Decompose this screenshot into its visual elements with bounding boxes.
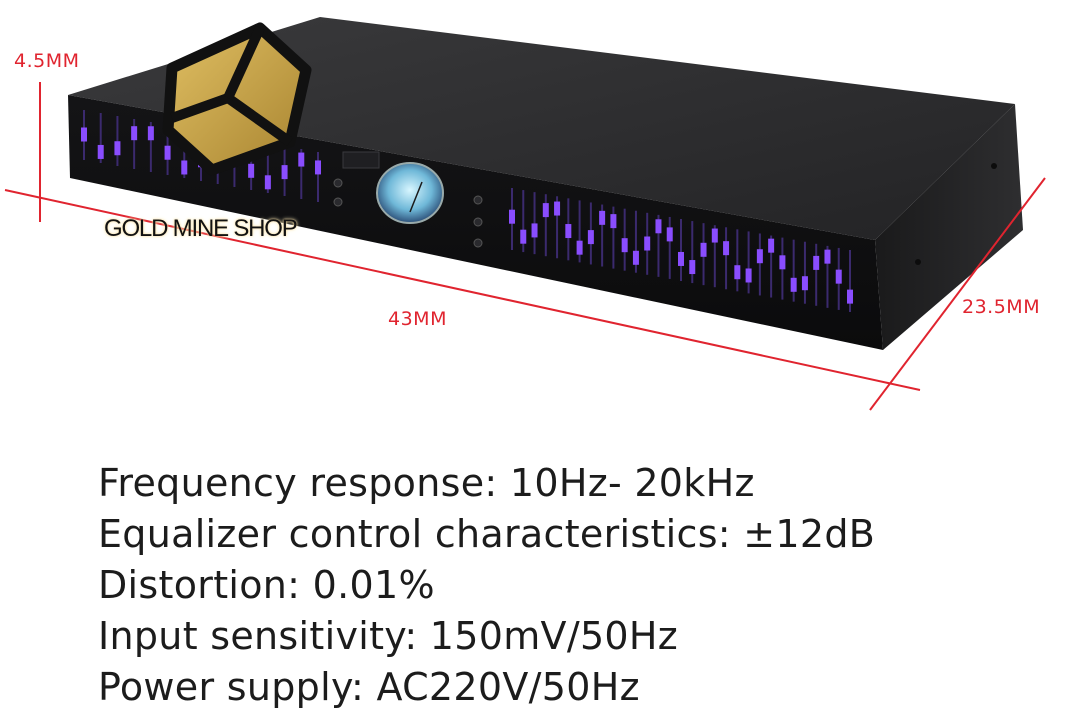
slider-knob — [315, 160, 321, 175]
slider-knob — [509, 209, 515, 224]
depth-dimension-label: 23.5MM — [962, 296, 1041, 318]
slider-knob — [131, 126, 138, 141]
slider-knob — [164, 145, 171, 160]
depth-dimension-line — [869, 177, 1046, 411]
slider-knob — [745, 268, 752, 283]
slider-knob — [248, 163, 255, 178]
slider-knob — [700, 242, 707, 257]
slider-knob — [666, 227, 673, 242]
slider-knob — [610, 214, 617, 229]
height-dimension-label: 4.5MM — [14, 50, 80, 72]
slider-knob — [835, 269, 842, 284]
slider-knob — [264, 175, 271, 190]
slider-knob — [801, 276, 808, 291]
control-button — [473, 238, 483, 248]
slider-knob — [587, 230, 594, 245]
slider-knob — [97, 144, 104, 159]
side-screw — [915, 259, 921, 265]
slider-knob — [756, 249, 763, 264]
spec-equalizer-control: Equalizer control characteristics: ±12dB — [98, 512, 876, 556]
slider-knob — [599, 210, 606, 225]
control-button — [333, 178, 343, 188]
slider-knob — [689, 260, 696, 275]
slider-knob — [114, 141, 121, 156]
slider-knob — [779, 255, 786, 270]
spec-input-sensitivity: Input sensitivity: 150mV/50Hz — [98, 614, 679, 658]
spec-distortion: Distortion: 0.01% — [98, 563, 435, 607]
slider-knob — [790, 277, 797, 292]
slider-knob — [824, 249, 831, 264]
device-side-panel — [875, 104, 1023, 350]
spec-frequency-response: Frequency response: 10Hz- 20kHz — [98, 461, 755, 505]
slider-knob — [520, 229, 527, 244]
slider-knob — [576, 240, 583, 255]
control-button — [473, 195, 483, 205]
slider-knob — [711, 228, 718, 243]
vu-meter — [376, 162, 444, 224]
slider-knob — [621, 238, 628, 253]
vu-meter-needle — [409, 181, 423, 213]
slider-knob — [734, 265, 741, 280]
slider-knob — [847, 289, 853, 304]
shop-watermark: GOLD MINE SHOP — [104, 215, 298, 242]
gold-cube-logo-icon — [162, 22, 312, 176]
slider-knob — [678, 251, 684, 266]
spec-list: Frequency response: 10Hz- 20kHz Equalize… — [98, 458, 1038, 713]
spec-power-supply: Power supply: AC220V/50Hz — [98, 665, 640, 709]
dimension-lines — [4, 82, 1046, 411]
slider-knob — [554, 201, 561, 216]
slider-knob — [644, 236, 651, 251]
slider-knob — [81, 127, 87, 142]
slider-knob — [723, 241, 730, 256]
slider-knob — [813, 255, 820, 270]
slider-knob — [147, 126, 154, 141]
side-screw — [991, 163, 997, 169]
slider-knob — [181, 160, 188, 175]
control-button — [473, 217, 483, 227]
slider-knob — [632, 250, 639, 265]
slider-knob — [298, 152, 305, 167]
length-dimension-label: 43MM — [388, 308, 447, 330]
control-button — [333, 197, 343, 207]
slider-knob — [281, 165, 288, 180]
slider-knob — [768, 238, 775, 253]
slider-knob — [565, 224, 572, 239]
slider-knob — [655, 219, 662, 234]
slider-knob — [531, 223, 538, 238]
display-window — [342, 151, 380, 169]
length-dimension-line — [4, 189, 921, 391]
right-slider-bank — [509, 188, 853, 312]
slider-knob — [542, 203, 549, 218]
